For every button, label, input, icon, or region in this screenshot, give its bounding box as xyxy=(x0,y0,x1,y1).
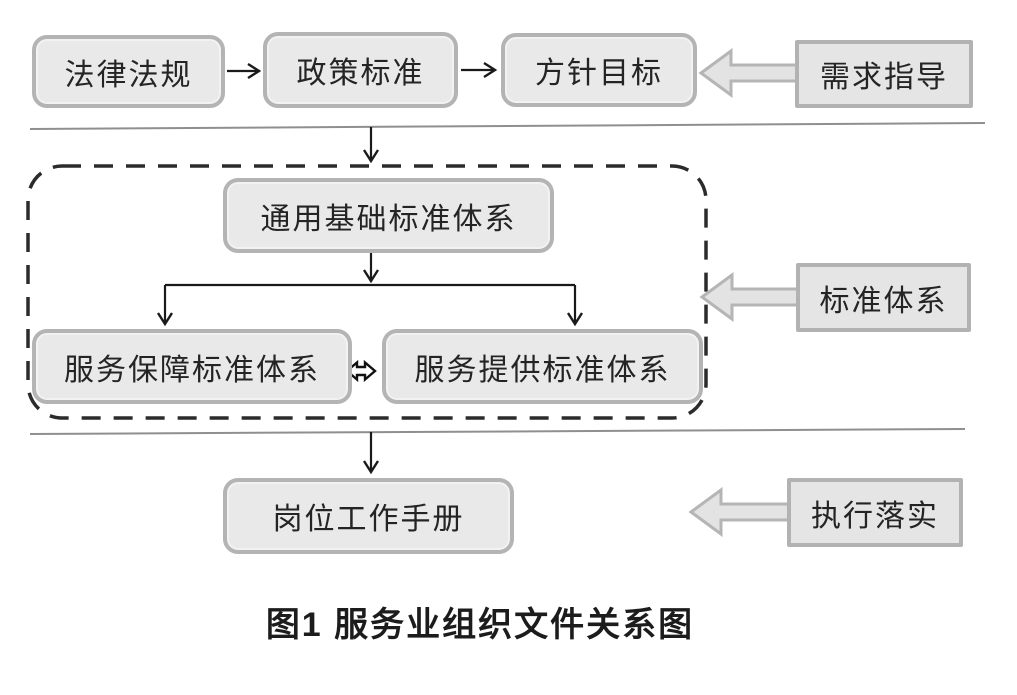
separator-line-top xyxy=(29,122,986,130)
block-arrow-implement-icon xyxy=(688,487,791,537)
node-laws-regulations: 法律法规 xyxy=(32,35,225,108)
label-implementation: 执行落实 xyxy=(787,478,963,547)
node-service-provision-standards: 服务提供标准体系 xyxy=(382,329,703,404)
node-position-work-manual: 岗位工作手册 xyxy=(223,478,514,554)
node-support-label: 服务保障标准体系 xyxy=(64,352,320,388)
node-policy-label: 政策标准 xyxy=(296,56,425,91)
block-arrow-demand-icon xyxy=(698,48,799,98)
standards-system-dashed-frame xyxy=(26,164,708,420)
double-arrow-support-provide-icon xyxy=(345,359,377,383)
node-general-label: 通用基础标准体系 xyxy=(260,201,517,237)
node-general-basic-standards: 通用基础标准体系 xyxy=(223,178,554,253)
label-demand-text: 需求指导 xyxy=(820,60,948,95)
node-manual-label: 岗位工作手册 xyxy=(272,502,465,537)
block-arrow-system-icon xyxy=(699,272,800,322)
node-policy-standards: 政策标准 xyxy=(263,32,458,108)
separator-line-bottom xyxy=(29,428,966,435)
label-standards-system: 标准体系 xyxy=(796,263,971,332)
figure-caption: 图1 服务业组织文件关系图 xyxy=(265,606,695,644)
node-goals-label: 方针目标 xyxy=(535,56,663,91)
label-demand-guidance: 需求指导 xyxy=(795,40,973,108)
node-laws-label: 法律法规 xyxy=(64,57,193,93)
label-system-text: 标准体系 xyxy=(819,283,948,319)
label-implement-text: 执行落实 xyxy=(811,498,939,534)
node-guideline-goals: 方针目标 xyxy=(501,33,697,107)
node-provide-label: 服务提供标准体系 xyxy=(414,352,671,388)
node-service-support-standards: 服务保障标准体系 xyxy=(32,329,352,404)
